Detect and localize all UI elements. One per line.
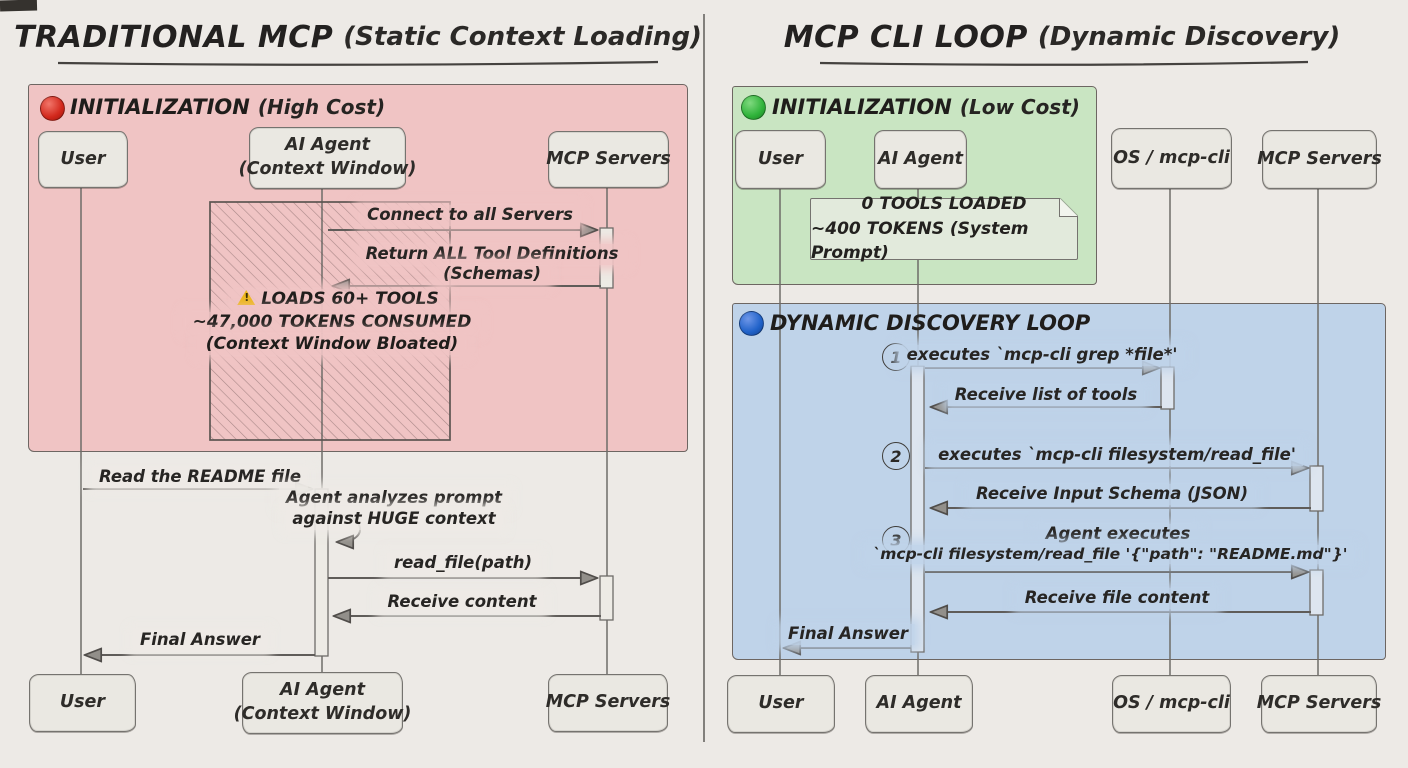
green-circle-icon xyxy=(741,95,766,120)
msg-return-tool-definitions-schemas: (Schemas) xyxy=(436,264,548,285)
left-init-cost: (High Cost) xyxy=(257,95,386,119)
actor-right-top-servers: MCP Servers xyxy=(1257,130,1382,189)
actor-left-top-servers: MCP Servers xyxy=(546,131,671,188)
warning-text: LOADS 60+ TOOLS xyxy=(261,289,439,309)
warning-triangle-icon xyxy=(237,290,256,305)
right-title-main: MCP CLI LOOP xyxy=(783,19,1028,55)
msg-left-final-answer: Final Answer xyxy=(132,630,268,651)
actor-label: MCP Servers xyxy=(546,148,671,169)
right-title-sub: (Dynamic Discovery) xyxy=(1037,22,1341,52)
actor-left-bottom-user: User xyxy=(29,674,136,732)
actor-label: AI Agent xyxy=(878,148,963,169)
actor-label: User xyxy=(60,148,106,169)
note-line-1: 0 TOOLS LOADED xyxy=(861,194,1027,215)
left-init-header: INITIALIZATION (High Cost) xyxy=(70,95,385,119)
actor-left-bottom-agent: AI Agent (Context Window) xyxy=(234,672,411,734)
actor-sublabel: (Context Window) xyxy=(233,704,412,724)
actor-label: User xyxy=(59,692,106,713)
msg-step3-response: Receive file content xyxy=(1017,588,1217,609)
zero-tools-note: 0 TOOLS LOADED ~400 TOKENS (System Promp… xyxy=(810,194,1078,263)
step-2-badge: 2 xyxy=(882,442,910,470)
activation-right-servers-2 xyxy=(1309,569,1324,616)
red-circle-icon xyxy=(40,96,65,121)
actor-left-bottom-servers: MCP Servers xyxy=(545,674,671,732)
activation-left-servers-2 xyxy=(599,575,614,621)
left-panel-title: TRADITIONAL MCP (Static Context Loading) xyxy=(14,14,702,60)
actor-label: MCP Servers xyxy=(1257,148,1382,169)
msg-step2-response: Receive Input Schema (JSON) xyxy=(968,484,1256,505)
actor-label: OS / mcp-cli xyxy=(1113,693,1230,714)
left-title-main: TRADITIONAL MCP xyxy=(14,19,334,55)
activation-right-os xyxy=(1160,366,1175,410)
page-corner-mark xyxy=(0,0,38,12)
right-panel-title: MCP CLI LOOP (Dynamic Discovery) xyxy=(734,14,1390,60)
loop-label: DYNAMIC DISCOVERY LOOP xyxy=(770,311,1091,335)
actor-label: AI Agent xyxy=(280,680,365,701)
actor-right-top-agent: AI Agent xyxy=(874,130,967,189)
left-title-underline xyxy=(57,60,659,66)
actor-right-bottom-agent: AI Agent xyxy=(865,675,973,733)
actor-sublabel: (Context Window) xyxy=(238,159,417,179)
actor-right-top-user: User xyxy=(735,130,826,189)
activation-right-agent xyxy=(910,365,925,653)
msg-agent-analyzes-2: against HUGE context xyxy=(285,509,503,530)
warning-context-bloated: (Context Window Bloated) xyxy=(198,334,466,356)
actor-label: OS / mcp-cli xyxy=(1113,147,1230,168)
message-arrows xyxy=(83,230,1311,655)
right-init-header: INITIALIZATION (Low Cost) xyxy=(772,95,1080,119)
actor-label: MCP Servers xyxy=(1256,693,1382,714)
note-fold-corner-icon xyxy=(1059,198,1078,217)
msg-step3-request-2: `mcp-cli filesystem/read_file '{"path": … xyxy=(865,545,1355,565)
actor-label: AI Agent xyxy=(876,693,962,714)
right-init-cost: (Low Cost) xyxy=(959,95,1080,119)
actor-label: AI Agent xyxy=(285,135,370,156)
msg-agent-analyzes-1: Agent analyzes prompt xyxy=(278,488,510,509)
actor-left-top-user: User xyxy=(38,131,128,188)
left-title-sub: (Static Context Loading) xyxy=(343,22,702,52)
msg-receive-content: Receive content xyxy=(380,592,544,613)
right-init-label: INITIALIZATION xyxy=(772,95,952,119)
msg-return-tool-definitions: Return ALL Tool Definitions xyxy=(358,244,626,265)
blue-circle-icon xyxy=(739,311,764,336)
actor-right-bottom-servers: MCP Servers xyxy=(1257,675,1381,733)
msg-connect-to-all-servers: Connect to all Servers xyxy=(360,205,580,226)
msg-step1-request: executes `mcp-cli grep *file*' xyxy=(899,345,1185,366)
warning-loads-tools: LOADS 60+ TOOLS xyxy=(230,289,446,311)
msg-read-readme: Read the README file xyxy=(91,467,309,488)
warning-tokens-consumed: ~47,000 TOKENS CONSUMED xyxy=(185,312,479,334)
left-init-label: INITIALIZATION xyxy=(70,95,250,119)
loop-header: DYNAMIC DISCOVERY LOOP xyxy=(770,311,1090,335)
activation-right-servers-1 xyxy=(1309,465,1324,512)
msg-read-file-path: read_file(path) xyxy=(386,553,540,574)
actor-right-bottom-os: OS / mcp-cli xyxy=(1112,675,1231,733)
actor-label: User xyxy=(757,148,804,169)
actor-right-top-os: OS / mcp-cli xyxy=(1111,128,1232,189)
msg-step3-request-1: Agent executes xyxy=(1038,524,1198,545)
actor-label: MCP Servers xyxy=(545,692,671,713)
actor-right-bottom-user: User xyxy=(727,675,835,733)
msg-step1-response: Receive list of tools xyxy=(947,385,1145,406)
actor-left-top-agent: AI Agent (Context Window) xyxy=(239,127,416,189)
right-title-underline xyxy=(819,60,1309,66)
msg-step2-request: executes `mcp-cli filesystem/read_file' xyxy=(931,445,1303,466)
msg-right-final-answer: Final Answer xyxy=(780,624,916,645)
note-line-2: ~400 TOKENS (System Prompt) xyxy=(811,218,1029,264)
actor-label: User xyxy=(758,693,804,714)
